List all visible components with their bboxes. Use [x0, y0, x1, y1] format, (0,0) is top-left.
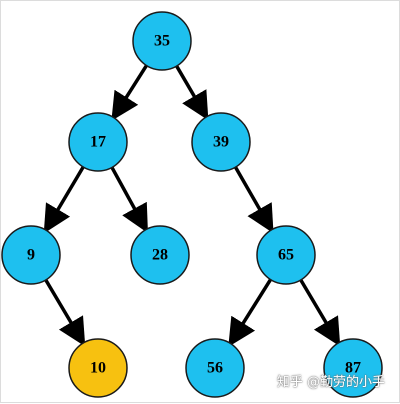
- node-circle: [185, 338, 245, 398]
- tree-node-39: 39: [191, 112, 251, 172]
- tree-node-10: 10: [68, 338, 128, 398]
- node-circle: [191, 112, 251, 172]
- tree-node-65: 65: [256, 225, 316, 285]
- nodes-layer: 35 17 39 9 28 65 10 56 87: [1, 11, 383, 398]
- edge-35-to-39: [174, 63, 209, 121]
- tree-node-9: 9: [1, 225, 61, 285]
- edge-35-to-17: [111, 62, 150, 121]
- node-circle: [1, 225, 61, 285]
- tree-node-28: 28: [130, 225, 190, 285]
- edge-39-to-65: [232, 164, 274, 234]
- tree-node-35: 35: [132, 11, 192, 71]
- edge-65-to-87: [298, 277, 341, 347]
- tree-node-87: 87: [323, 338, 383, 398]
- node-label: 28: [152, 247, 168, 264]
- watermark-text: 知乎 @勤劳的小手: [276, 375, 385, 390]
- node-label: 35: [154, 33, 170, 50]
- tree-node-17: 17: [68, 112, 128, 172]
- edge-17-to-28: [109, 164, 148, 234]
- node-label: 87: [345, 360, 361, 377]
- edge-9-to-10: [43, 277, 86, 347]
- node-circle: [256, 225, 316, 285]
- node-label: 17: [90, 134, 106, 151]
- node-label: 9: [27, 247, 35, 264]
- edge-65-to-56: [228, 276, 274, 347]
- node-circle: [323, 338, 383, 398]
- node-label: 56: [207, 360, 223, 377]
- node-label: 10: [90, 360, 106, 377]
- node-label: 39: [213, 134, 229, 151]
- node-circle-highlighted: [68, 338, 128, 398]
- node-circle: [132, 11, 192, 71]
- edges-layer: [43, 62, 341, 347]
- edge-17-to-9: [43, 164, 86, 234]
- tree-node-56: 56: [185, 338, 245, 398]
- node-label: 65: [278, 247, 294, 264]
- node-circle: [68, 112, 128, 172]
- node-circle: [130, 225, 190, 285]
